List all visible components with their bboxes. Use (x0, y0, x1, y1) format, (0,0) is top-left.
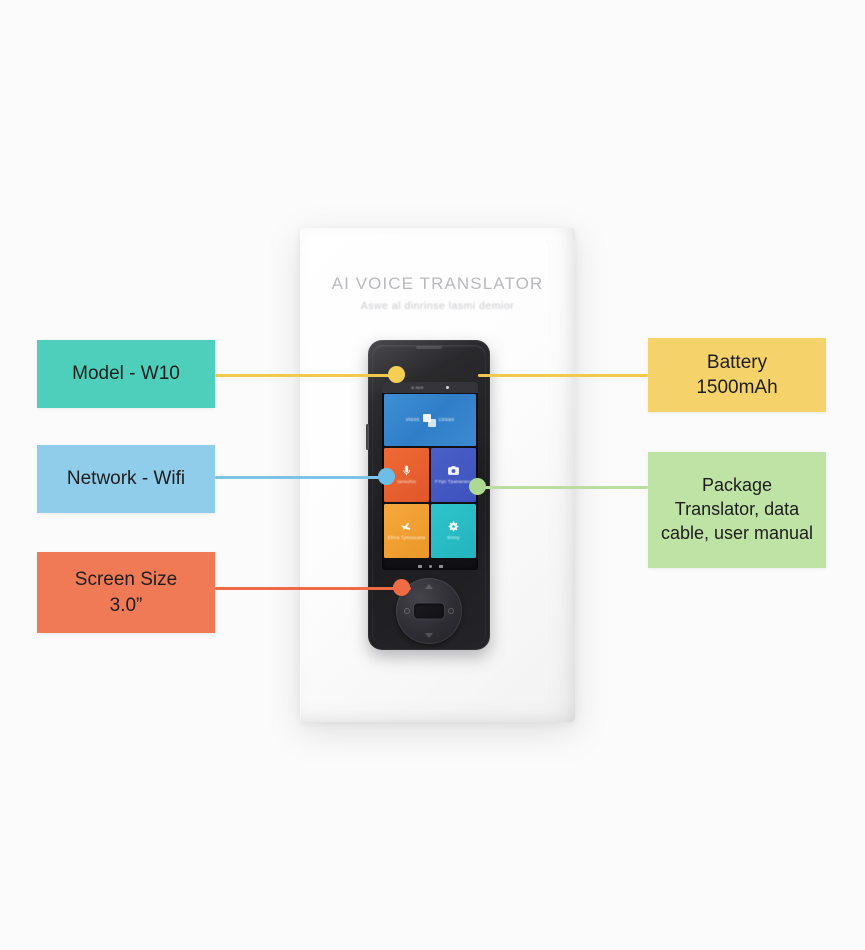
pad-up-icon[interactable] (425, 584, 433, 589)
status-bar: E:N/9 (382, 382, 478, 393)
box-subtitle: Aswe al dinrinse lasmi demior (360, 300, 515, 312)
callout-screen-size[interactable]: Screen Size 3.0” (37, 552, 215, 633)
pad-down-icon[interactable] (425, 633, 433, 638)
pad-center-button[interactable] (414, 603, 444, 619)
tile-label-microphone: Ianxulvo (397, 479, 416, 485)
banner-word-left: visos (405, 417, 420, 423)
status-bar-time: E:N/9 (411, 385, 424, 390)
status-dot-icon (445, 386, 449, 389)
callout-battery[interactable]: Battery 1500mAh (648, 338, 826, 412)
connector-line-battery (478, 373, 648, 377)
pad-left-button[interactable] (404, 608, 410, 614)
tile-photo-translate[interactable]: FYqn Tpanarano (430, 447, 476, 502)
callout-screen-line1: Screen Size (74, 569, 178, 591)
pad-right-button[interactable] (448, 608, 454, 614)
connector-line-screen-size (215, 586, 411, 590)
tile-label-offline-translate: Efcra Tpvoucana (387, 535, 426, 541)
callout-battery-line2: 1500mAh (696, 377, 778, 398)
nav-home-icon[interactable] (428, 565, 432, 568)
tile-row-group: Ianxulvo FYqn Tpanarano (384, 447, 476, 558)
earpiece-speaker (416, 346, 442, 349)
connector-dot-package (469, 478, 486, 495)
callout-network[interactable]: Network - Wifi (37, 445, 215, 513)
box-title: AI VOICE TRANSLATOR (331, 274, 544, 293)
connector-line-network (215, 475, 395, 479)
callout-model[interactable]: Model - W10 (37, 340, 215, 408)
navigation-bar (382, 565, 478, 568)
connector-dot-network (378, 468, 395, 485)
camera-icon (447, 466, 459, 476)
device-screen: E:N/9 visos cssas (382, 382, 478, 570)
product-packaging-box: AI VOICE TRANSLATOR Aswe al dinrinse las… (300, 228, 575, 722)
gear-icon (448, 522, 459, 532)
airplane-icon (401, 523, 412, 531)
translate-icon (422, 413, 436, 427)
callout-battery-line1: Battery (706, 351, 768, 373)
connector-dot-screen-size (393, 579, 410, 596)
nav-back-icon[interactable] (417, 565, 422, 568)
callout-screen-line2: 3.0” (109, 594, 143, 616)
tile-label-photo-translate: FYqn Tpanarano (434, 479, 472, 485)
callout-model-line1: Model - W10 (72, 363, 180, 385)
callout-package-line1: Package (701, 475, 773, 496)
callout-package-line3: cable, user manual (660, 522, 814, 543)
app-tile-grid: visos cssas Ian (384, 394, 476, 558)
tile-label-settings: Sntoy (447, 535, 460, 541)
banner-word-right: cssas (438, 417, 455, 423)
microphone-icon (403, 466, 410, 476)
callout-network-line1: Network - Wifi (66, 468, 186, 490)
translator-device: E:N/9 visos cssas (365, 340, 490, 650)
tile-offline-translate[interactable]: Efcra Tpvoucana (384, 503, 430, 558)
nav-menu-icon[interactable] (438, 565, 443, 568)
callout-package[interactable]: Package Translator, data cable, user man… (648, 452, 826, 568)
tile-settings[interactable]: Sntoy (430, 503, 476, 558)
connector-dot-battery (388, 366, 405, 383)
device-side-button[interactable] (365, 424, 369, 450)
connector-line-package (477, 485, 648, 489)
connector-line-model (215, 373, 405, 377)
callout-package-line2: Translator, data (674, 499, 800, 520)
tile-voice-translate-banner[interactable]: visos cssas (384, 394, 476, 446)
